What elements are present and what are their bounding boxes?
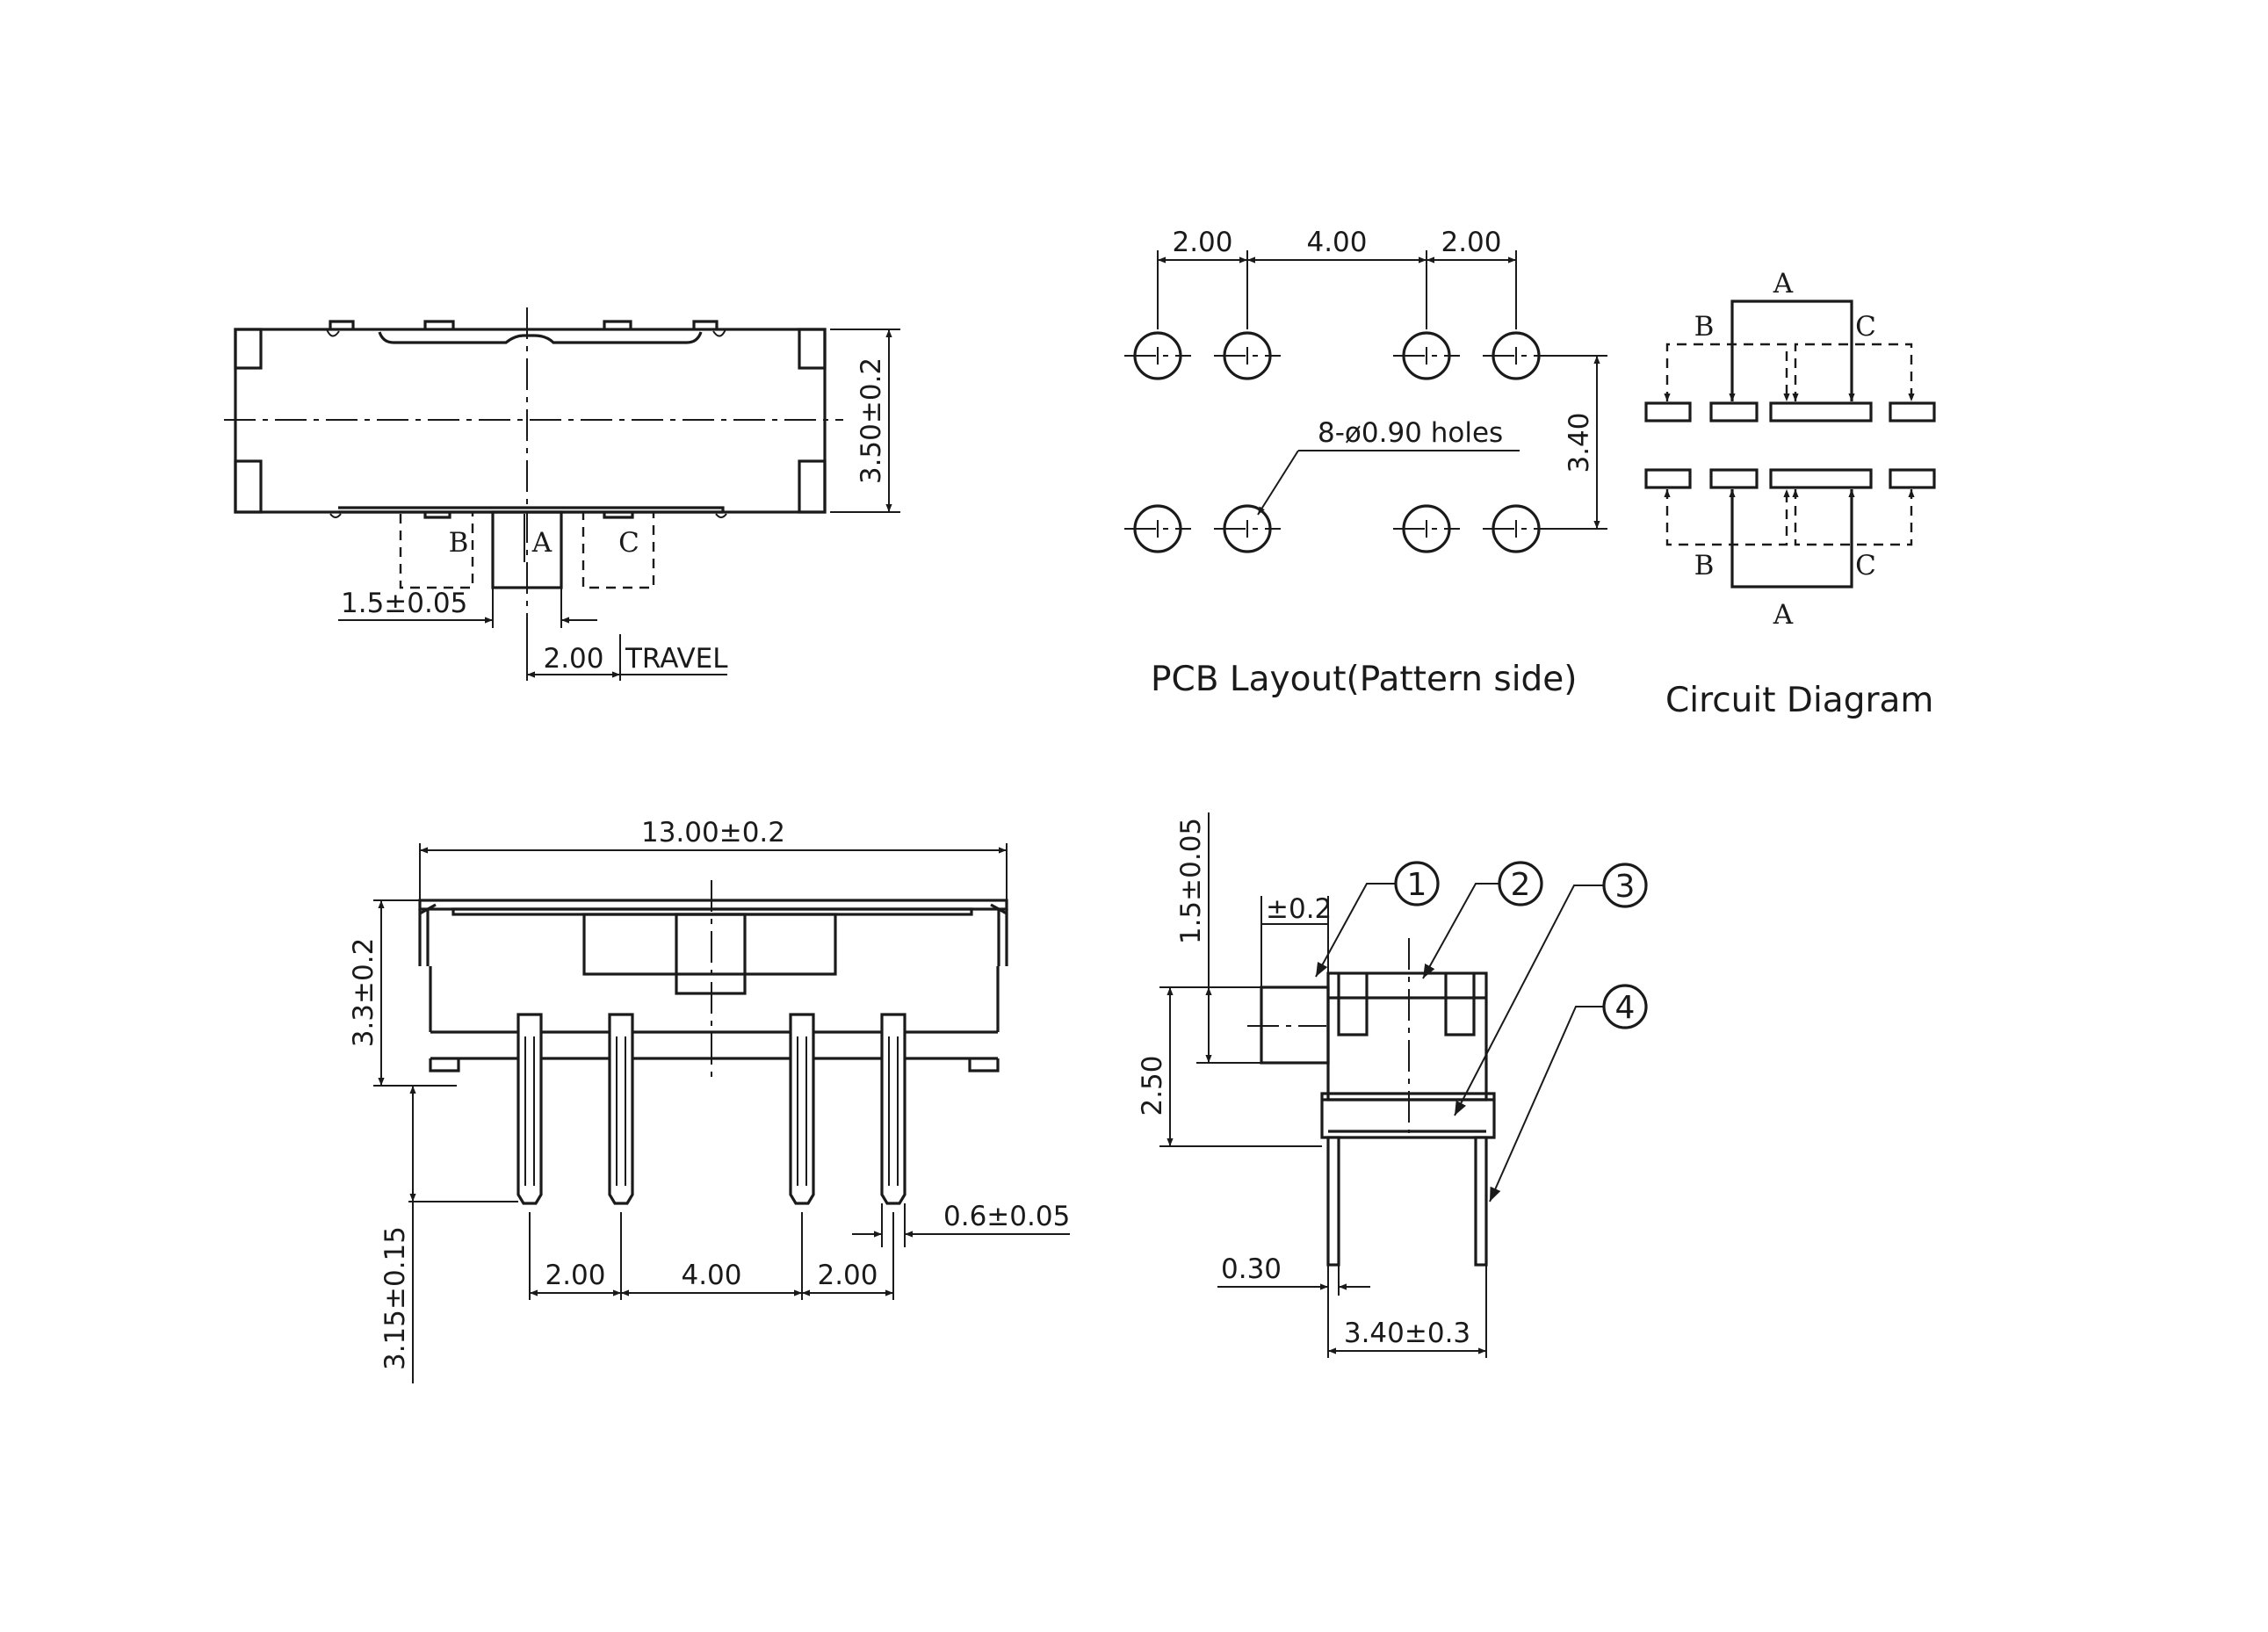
top-view-pin-a-label: A <box>531 527 553 559</box>
top-view-pin-a <box>491 510 563 589</box>
side-view-height-dimension: 2.50 <box>1137 986 1322 1147</box>
top-view-travel-dimension: 2.00 TRAVEL <box>526 622 728 681</box>
front-view-pin-length-text: 3.15±0.15 <box>379 1226 411 1370</box>
circuit-diagram: A B C B C A Circuit Diagram <box>1644 268 1936 720</box>
pcb-layout: 2.00 4.00 2.00 3.40 8-ø0.90 holes PCB La… <box>1124 227 1607 699</box>
side-view: 1.5±0.05 ±0.2 2.50 0.30 3.40±0 <box>1137 812 1648 1358</box>
front-view-length-dimension: 13.00±0.2 <box>419 817 1008 900</box>
side-view-actuator-tol-text: ±0.2 <box>1266 893 1332 925</box>
callout-3-text: 3 <box>1615 869 1636 905</box>
side-view-pin-span-text: 3.40±0.3 <box>1344 1318 1470 1349</box>
circuit-top-wiring: A B C <box>1664 268 1915 401</box>
pcb-hole <box>1124 331 1191 380</box>
front-view-length-text: 13.00±0.2 <box>641 817 785 848</box>
front-view-pitch-middle-text: 4.00 <box>681 1260 741 1291</box>
circuit-bottom-c: C <box>1855 550 1876 581</box>
side-view-pin-span-dimension: 3.40±0.3 <box>1327 1265 1487 1358</box>
top-view-travel-label: TRAVEL <box>625 643 728 675</box>
pcb-hole <box>1214 331 1281 380</box>
front-view-height-dimension: 3.3±0.2 <box>348 899 457 1087</box>
side-view-actuator-dim-text: 1.5±0.05 <box>1175 818 1207 944</box>
side-view-actuator-tolerance: ±0.2 <box>1260 893 1332 987</box>
front-view-pin-width-text: 0.6±0.05 <box>943 1201 1070 1232</box>
top-view-travel-value: 2.00 <box>543 643 603 675</box>
circuit-bottom-a: A <box>1773 599 1794 631</box>
pcb-hole <box>1124 504 1191 553</box>
circuit-bottom-wiring: B C A <box>1664 489 1915 631</box>
pcb-hole <box>1393 331 1460 380</box>
circuit-bottom-b: B <box>1694 550 1715 581</box>
circuit-top-c: C <box>1855 311 1876 343</box>
top-view-pin-c <box>581 510 655 589</box>
pcb-holes-leader: 8-ø0.90 holes <box>1257 417 1520 516</box>
callout-2-text: 2 <box>1511 867 1531 903</box>
front-view-pins <box>516 1013 906 1205</box>
pcb-holes <box>1124 331 1549 553</box>
top-view-height-dimension: 3.50±0.2 <box>830 329 900 513</box>
front-view: 13.00±0.2 3.3±0.2 3.15±0.15 2.00 4.00 <box>348 817 1070 1383</box>
pcb-holes-note: 8-ø0.90 holes <box>1318 417 1503 449</box>
top-view-pin-width-dim-text: 1.5±0.05 <box>341 588 467 619</box>
front-view-pitch-left-text: 2.00 <box>545 1260 605 1291</box>
pcb-dim-left-text: 2.00 <box>1172 227 1232 258</box>
top-view-pin-c-label: C <box>618 527 639 559</box>
side-view-pin-thickness-dimension: 0.30 <box>1217 1253 1370 1296</box>
front-view-body <box>418 899 1008 1072</box>
side-view-body <box>1260 971 1496 1267</box>
circuit-contacts <box>1644 401 1936 489</box>
top-view: B A C 3.50±0.2 1.5±0.05 2.00 TRAVEL <box>224 307 900 681</box>
pcb-hole <box>1483 504 1549 553</box>
pcb-hole <box>1214 504 1281 553</box>
pcb-hole <box>1393 504 1460 553</box>
front-view-pin-width-dimension: 0.6±0.05 <box>852 1201 1070 1247</box>
circuit-diagram-caption: Circuit Diagram <box>1665 681 1933 720</box>
pcb-hole <box>1483 331 1549 380</box>
pcb-dim-middle-text: 4.00 <box>1306 227 1367 258</box>
pcb-row-gap-text: 3.40 <box>1564 412 1595 473</box>
front-view-pin-length-dimension: 3.15±0.15 <box>379 1086 518 1383</box>
pcb-row-gap-dimension: 3.40 <box>1549 355 1607 530</box>
top-view-pin-b-label: B <box>449 527 469 559</box>
circuit-top-a: A <box>1773 268 1794 300</box>
front-view-pitch-right-text: 2.00 <box>817 1260 878 1291</box>
top-view-height-dim-text: 3.50±0.2 <box>856 357 887 484</box>
side-view-height-text: 2.50 <box>1137 1055 1168 1116</box>
pcb-dim-right-text: 2.00 <box>1441 227 1501 258</box>
front-view-pitch-dimensions: 2.00 4.00 2.00 <box>529 1212 894 1300</box>
side-view-callouts: 1 2 3 4 <box>1315 861 1648 1202</box>
side-view-pin-thickness-text: 0.30 <box>1221 1253 1282 1285</box>
circuit-top-b: B <box>1694 311 1715 343</box>
pcb-pitch-dimensions: 2.00 4.00 2.00 <box>1157 227 1517 329</box>
callout-1-text: 1 <box>1407 867 1427 903</box>
front-view-height-text: 3.3±0.2 <box>348 938 379 1048</box>
top-view-pin-b <box>399 510 474 589</box>
callout-4-text: 4 <box>1615 990 1636 1026</box>
pcb-layout-caption: PCB Layout(Pattern side) <box>1151 660 1578 699</box>
top-view-pin-width-dimension: 1.5±0.05 <box>338 588 597 628</box>
